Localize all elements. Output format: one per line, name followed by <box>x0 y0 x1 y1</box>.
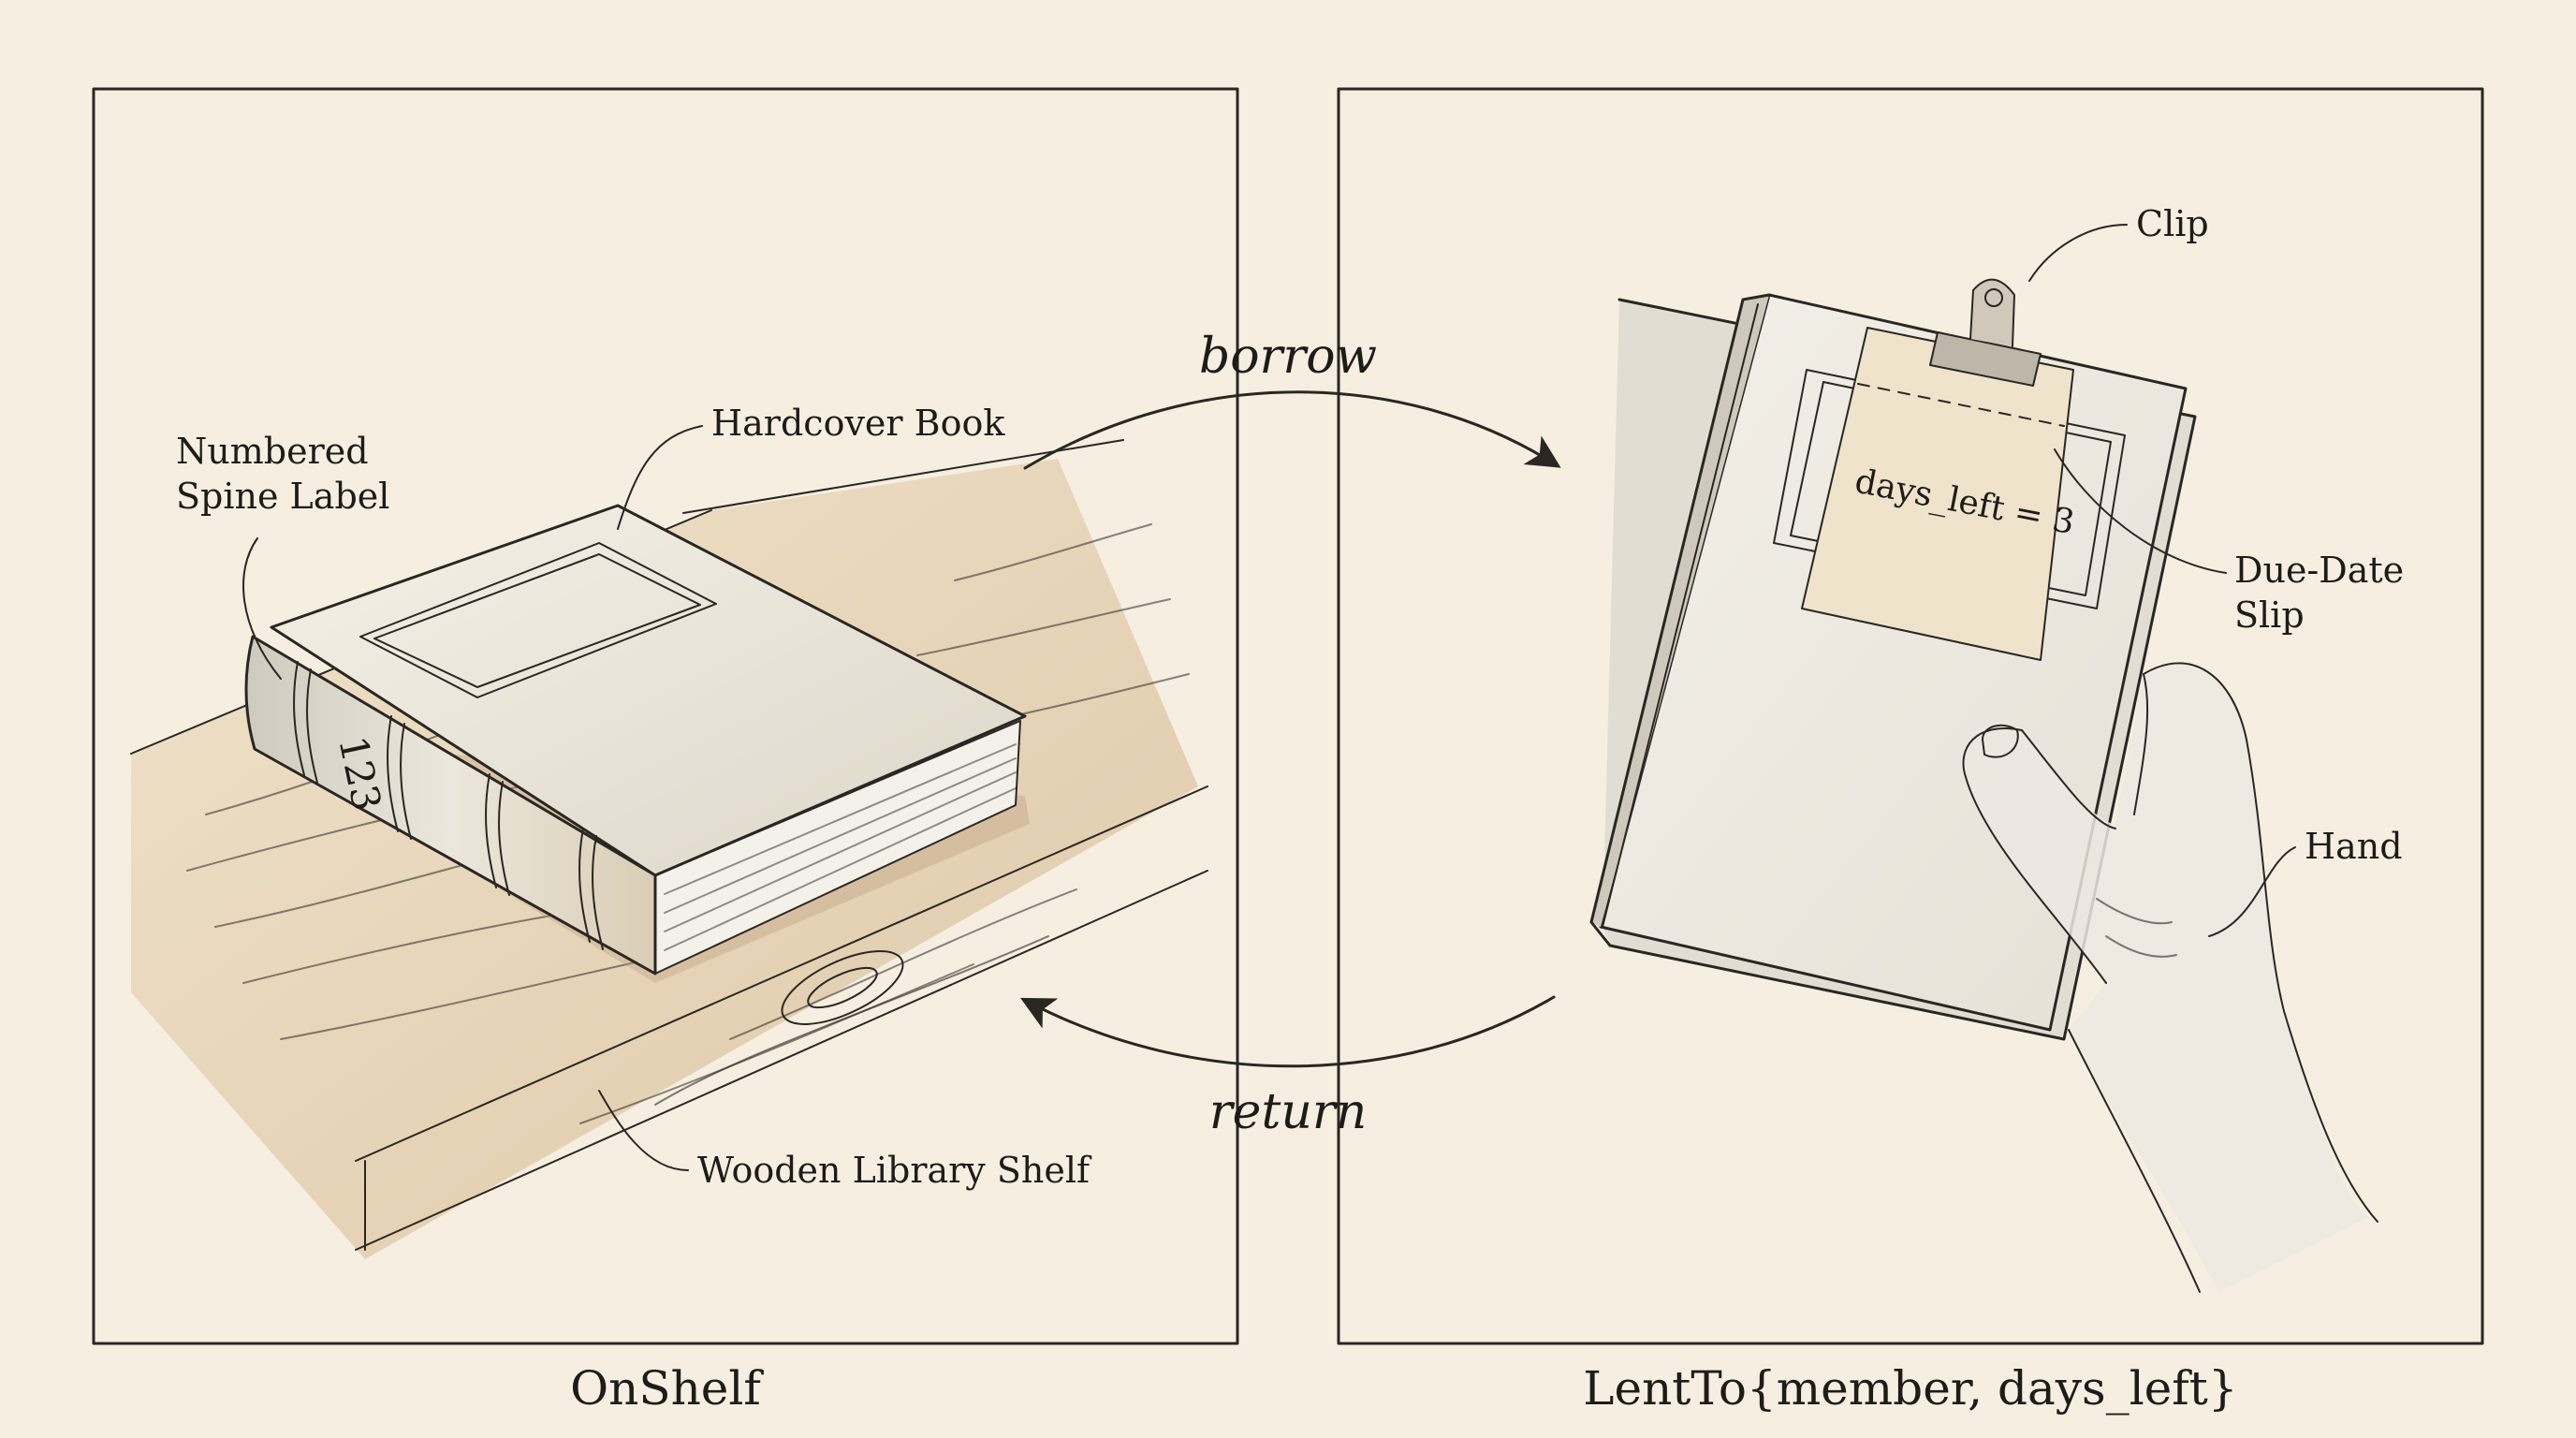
svg-text:Spine Label: Spine Label <box>176 476 389 517</box>
callout-hand: Hand <box>2208 826 2403 937</box>
callout-hardcover-book: Hardcover Book <box>617 403 1005 530</box>
transition-return: return <box>1020 995 1556 1140</box>
svg-text:Wooden Library Shelf: Wooden Library Shelf <box>697 1150 1092 1191</box>
state-label-onshelf: OnShelf <box>570 1361 764 1416</box>
hand <box>1962 662 2378 1293</box>
state-box-lentto <box>1337 87 2484 1345</box>
state-label-lentto: LentTo{member, days_left} <box>1583 1361 2237 1416</box>
return-label: return <box>1209 1084 1367 1140</box>
svg-text:Hardcover Book: Hardcover Book <box>711 403 1005 444</box>
svg-text:Due-Date: Due-Date <box>2234 550 2404 591</box>
svg-text:Hand: Hand <box>2305 826 2403 867</box>
hardcover-book: 123 <box>244 504 1030 983</box>
borrow-label: borrow <box>1199 329 1377 385</box>
svg-text:Numbered: Numbered <box>176 431 369 472</box>
callout-due-date-slip: Due-Date Slip <box>2054 448 2404 636</box>
transition-borrow: borrow <box>1023 329 1561 470</box>
binder-clip <box>1929 278 2042 387</box>
due-date-slip: days_left = 3 <box>1801 327 2078 661</box>
callout-spine-label: Numbered Spine Label <box>176 431 389 680</box>
state-box-onshelf <box>92 87 1239 1345</box>
svg-text:Slip: Slip <box>2234 594 2305 636</box>
callout-clip: Clip <box>2028 203 2209 282</box>
callout-wooden-shelf: Wooden Library Shelf <box>598 1090 1092 1191</box>
svg-text:Clip: Clip <box>2136 203 2209 244</box>
